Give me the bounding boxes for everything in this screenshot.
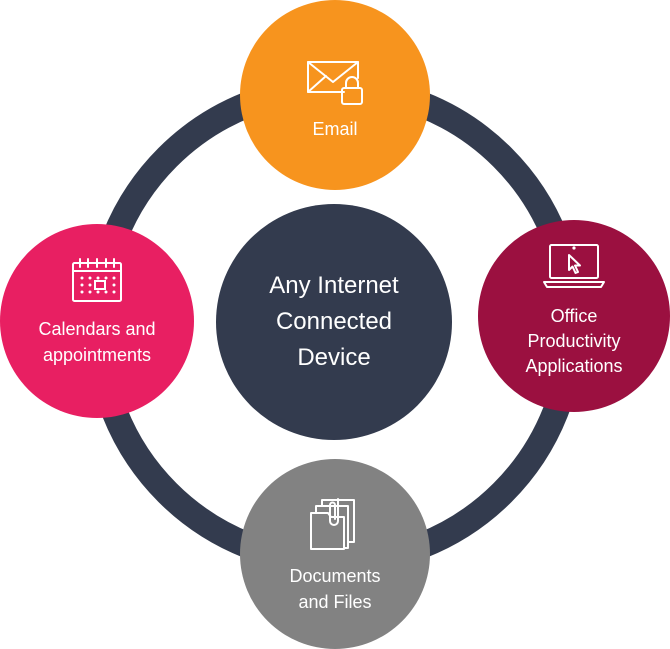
calendar-label-line: appointments — [42, 345, 152, 365]
documents-label-line: and Files — [298, 592, 372, 612]
email-node: Email — [240, 0, 430, 190]
office-apps-label-line: Applications — [525, 356, 623, 376]
documents-label: Documents and Files — [289, 563, 380, 615]
documents-label-line: Documents — [289, 566, 381, 586]
office-apps-node: Office Productivity Applications — [478, 220, 670, 412]
calendar-icon — [72, 258, 122, 302]
email-label: Email — [312, 116, 357, 142]
calendar-label-line: Calendars and — [38, 319, 156, 339]
calendar-label: Calendars and appointments — [38, 316, 155, 368]
calendar-node: Calendars and appointments — [0, 224, 194, 418]
center-label-line: Any Internet — [269, 272, 399, 299]
center-label-line: Connected — [275, 308, 393, 335]
email-label-line: Email — [312, 119, 358, 139]
laptop-cursor-icon — [543, 244, 605, 288]
documents-node: Documents and Files — [240, 459, 430, 649]
center-device-circle: Any Internet Connected Device — [216, 204, 452, 440]
office-apps-label: Office Productivity Applications — [525, 304, 622, 379]
documents-icon — [310, 498, 355, 550]
office-apps-label-line: Office — [550, 306, 598, 326]
center-label: Any Internet Connected Device — [269, 268, 398, 376]
envelope-lock-icon — [307, 61, 363, 105]
center-label-line: Device — [297, 344, 371, 371]
office-apps-label-line: Productivity — [527, 331, 621, 351]
